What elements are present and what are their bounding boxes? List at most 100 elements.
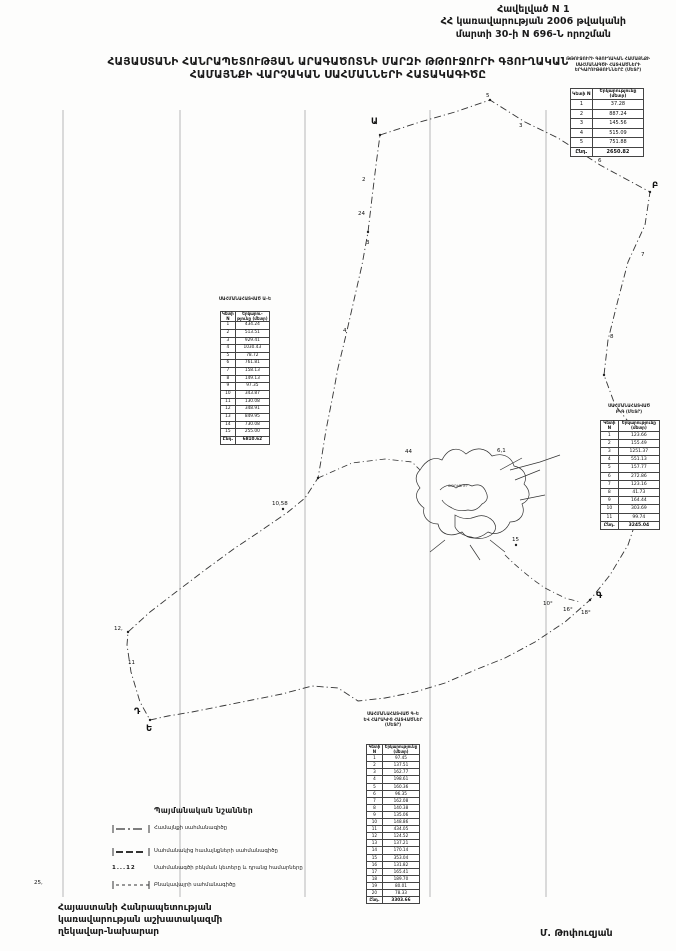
page-title-line1: ՀԱՅԱՍՏԱՆԻ ՀԱՆՐԱՊԵՏՈՒԹՅԱՆ ԱՐԱԳԱԾՈՏՆԻ ՄԱՐԶ… — [107, 56, 569, 68]
table-cell: 348.91 — [234, 405, 271, 415]
table-cell: 13 — [220, 413, 236, 422]
table-cell: 14 — [220, 420, 236, 430]
map-point-label: 10° — [543, 601, 553, 607]
legend-item-label: Համայնքի սահմանագիծը — [154, 825, 228, 832]
dashed-line-icon — [112, 842, 154, 861]
table-cell: 37.28 — [591, 99, 645, 110]
boundary-vertex-dot — [602, 373, 606, 377]
boundary-vertex-dot — [488, 98, 492, 102]
table-cell: 4 — [600, 455, 619, 465]
map-point-labels: ԱԲԳԴԵ53622437489446,110,581510°16°18°12,… — [34, 93, 658, 886]
text-line: ԹԹՈՒՋՈՒՐԻ ԳՅՈՒՂԱԿԱՆ ՀԱՄԱՅՆՔԻ — [566, 57, 650, 62]
table-cell: 4 — [366, 775, 383, 784]
text-line: ՍԱՀՄԱՆԱԳԾԻ ՀԱՏՎԱԾՆԵՐԻ — [575, 62, 641, 68]
table-cell: 130.08 — [234, 397, 271, 407]
map-point-label: 7 — [641, 252, 645, 258]
text-line: Հայաստանի Հանրապետության — [58, 903, 212, 913]
table-cell: 13 — [366, 839, 383, 848]
map-point-label: 16° — [563, 607, 573, 613]
legend-item-label: Բնակավայրի սահմանագիծը — [154, 881, 236, 888]
table-cell: 16 — [366, 860, 383, 869]
table-cell: 3245.04 — [617, 520, 661, 530]
table-cell: 272.86 — [617, 471, 661, 481]
table-cell: 353.04 — [381, 853, 421, 862]
table-cell: 160.36 — [381, 782, 421, 791]
map-point-label: 15 — [512, 537, 519, 543]
map-point-label: Բ — [652, 181, 658, 191]
boundary-vertex-dot — [514, 543, 518, 547]
table-cell: 9 — [220, 382, 236, 392]
table-cell: 148.86 — [381, 818, 421, 827]
table-cell: 6810.62 — [234, 436, 271, 445]
table-cell: 3 — [366, 768, 383, 777]
legend: Պայմանական նշաններ Համայնքի սահմանագիծը … — [112, 806, 347, 898]
table-cell: 8 — [220, 374, 236, 384]
legend-item-turning-points: 1...12 Սահմանագծի բեկման կետերը և դրանց … — [112, 865, 347, 871]
table-cell: 198.61 — [381, 775, 421, 784]
map-point-label: 11 — [128, 660, 135, 666]
table-cell: 99.74 — [617, 512, 661, 522]
table-cell: 5 — [220, 351, 236, 361]
map-point-label: 8 — [610, 334, 614, 340]
text-line: ՍԱՀՄԱՆԱՀԱՏՎԱԾ Ա–Ե — [218, 297, 272, 302]
table-cell: 1 — [600, 430, 619, 440]
table-cell: 9 — [600, 496, 619, 506]
table-cell: Ընդ. — [570, 146, 593, 158]
table-cell: Ընդ. — [366, 896, 383, 905]
appendix-header: Հավելված N 1 ՀՀ կառավարության 2006 թվակա… — [441, 4, 626, 41]
settlement-boundary-cluster — [415, 448, 561, 561]
table-cell: 8 — [366, 803, 383, 812]
table-cell: 751.88 — [591, 137, 645, 148]
table-cell: 434.05 — [381, 825, 421, 834]
boundary-vertex-dot — [366, 230, 370, 234]
page-title-line2: ՀԱՄԱՅՆՔԻ ՎԱՐՉԱԿԱՆ ՍԱՀՄԱՆՆԵՐԻ ՀԱՏԱԿԱԳԻԾԸ — [189, 68, 487, 81]
table-cell: 849.95 — [234, 413, 271, 422]
map-point-label: 18° — [581, 610, 591, 616]
decree-line2: մարտի 30-ի N 696-Ն որոշման — [455, 28, 611, 40]
boundary-vertex-dot — [316, 476, 320, 480]
text-line: ԵՐԿԱՐՈՒԹՅՈՒՆՆԵՐԸ (ՄԵՏՐ) — [574, 68, 642, 74]
col-header-length: Երկարու­թյունը (մետր) — [381, 743, 421, 756]
table-cell: 1 — [220, 321, 236, 330]
map-point-label: 4 — [343, 328, 347, 334]
table-cell: 1 — [366, 754, 383, 763]
map-point-label: Գ — [596, 591, 603, 601]
page-title: ՀԱՅԱՍՏԱՆԻ ՀԱՆՐԱՊԵՏՈՒԹՅԱՆ ԱՐԱԳԱԾՈՏՆԻ ՄԱՐԶ… — [0, 56, 676, 81]
table-cell: 11 — [366, 825, 383, 834]
table-cell: 145.56 — [591, 118, 645, 129]
table-cell: Ընդ. — [220, 436, 236, 445]
legend-item-label: Սահմանագծի բեկման կետերը և դրանց համարնե… — [154, 865, 303, 871]
table-cell: 513.51 — [234, 328, 271, 338]
table-cell: 124.52 — [381, 832, 421, 841]
table-cell: 80.01 — [381, 881, 421, 890]
map-point-label: 3 — [366, 240, 370, 246]
table-cell: 2 — [600, 438, 619, 449]
table-cell: 4 — [570, 127, 593, 139]
